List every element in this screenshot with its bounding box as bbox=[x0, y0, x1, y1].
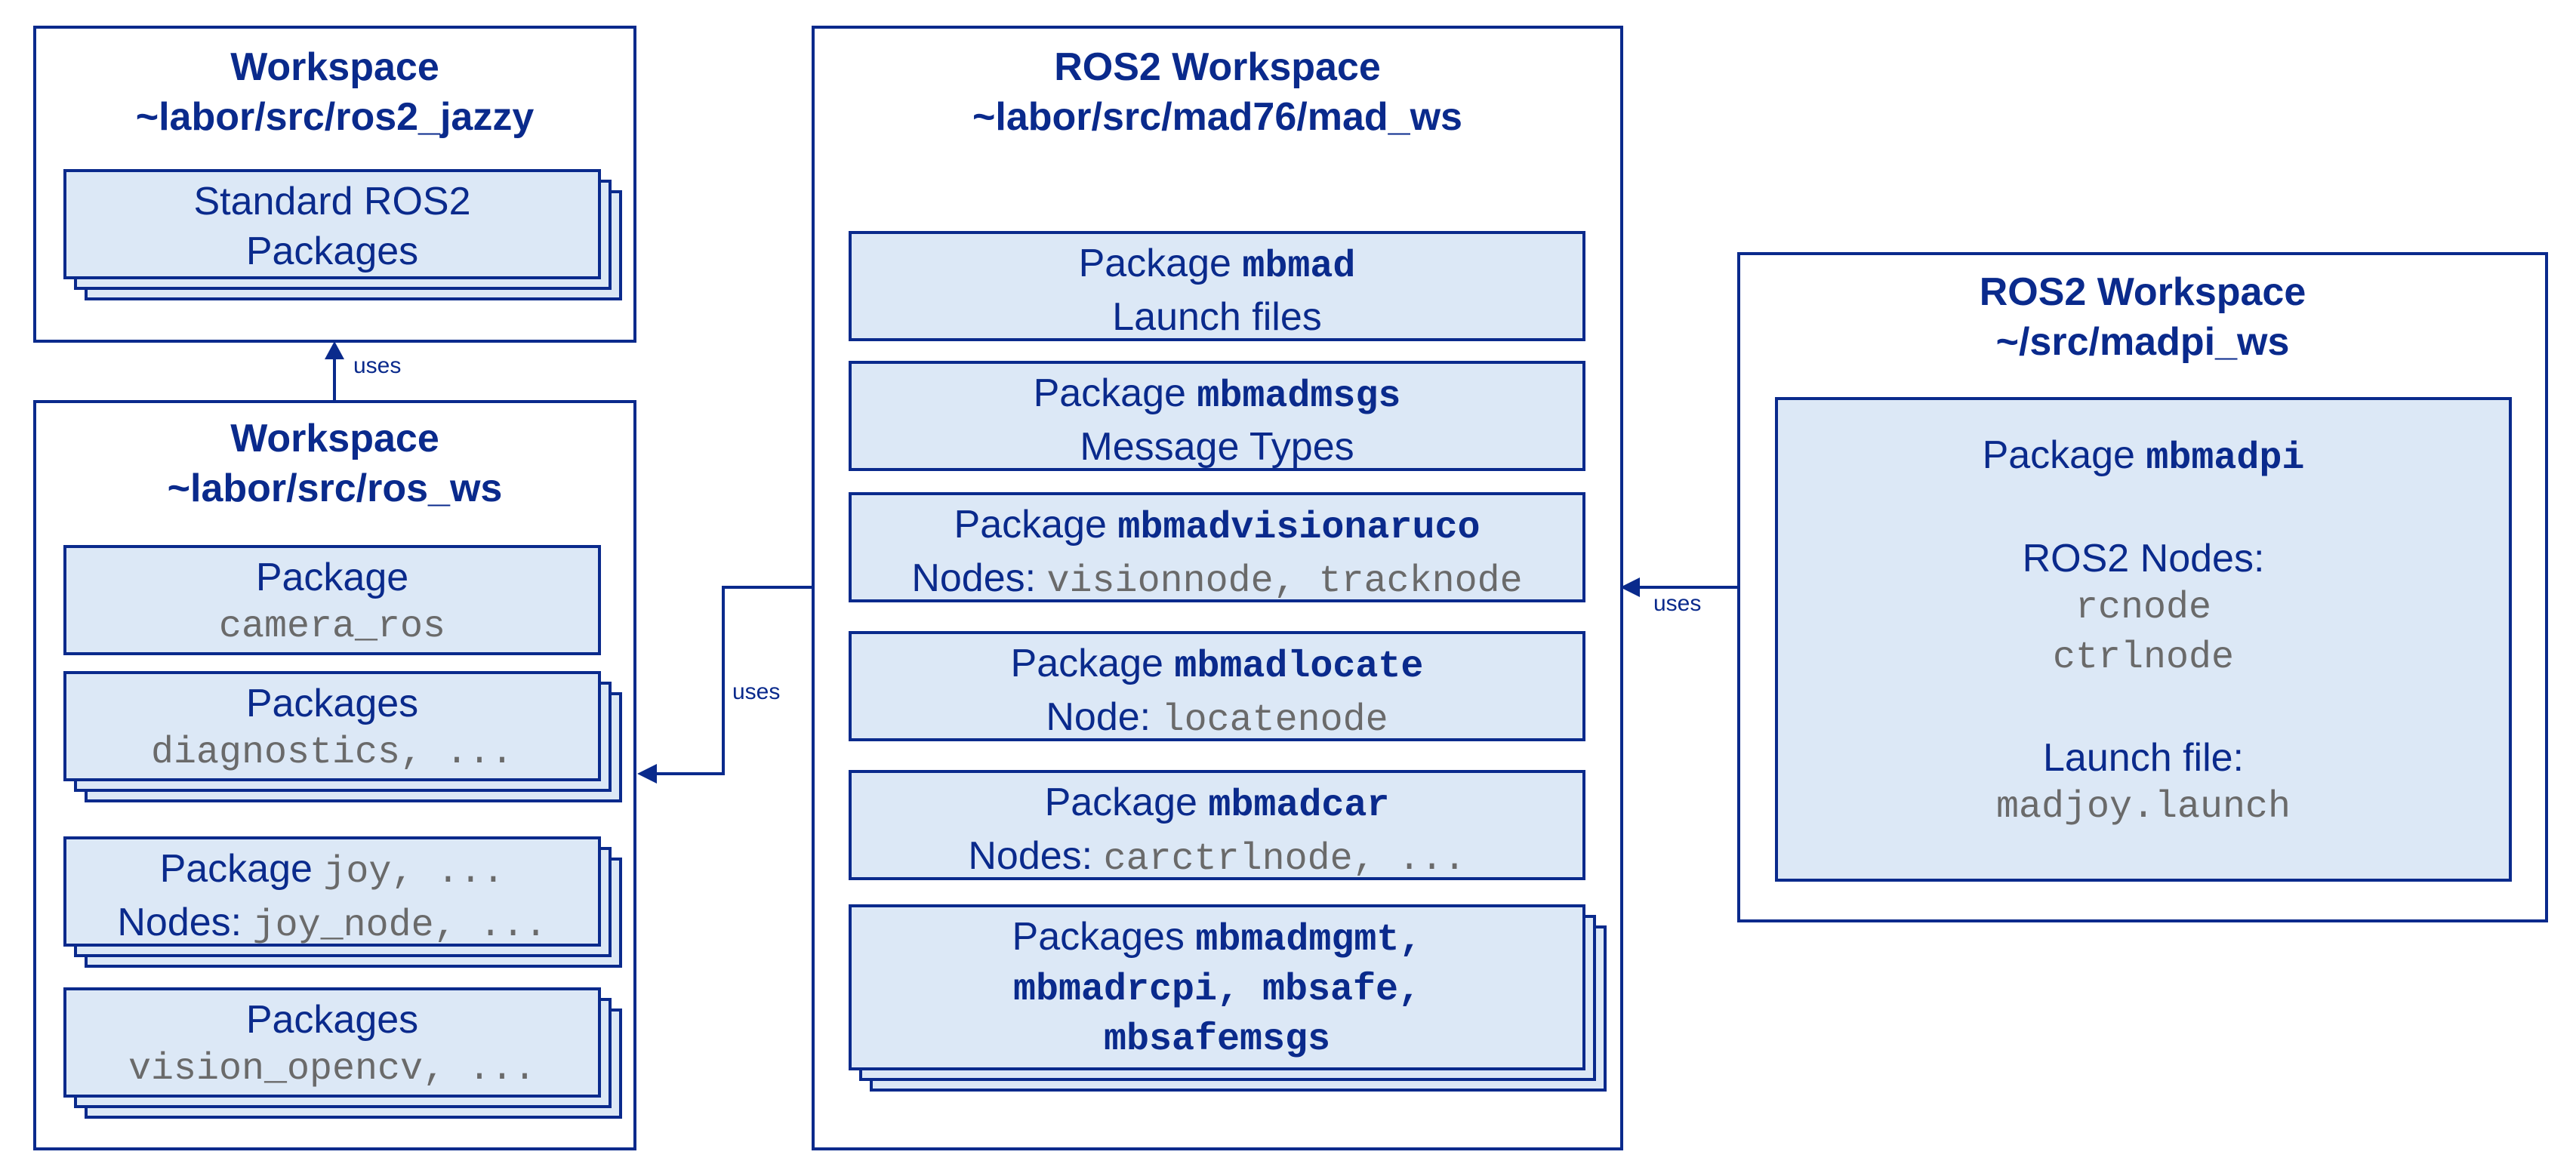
workspace-path: ~labor/src/ros2_jazzy bbox=[135, 95, 535, 139]
uses-label-2: uses bbox=[732, 679, 781, 704]
node-rcnode: rcnode bbox=[2075, 587, 2212, 630]
package-label: Package bbox=[1078, 242, 1231, 285]
package-name: mbmad bbox=[1242, 245, 1356, 288]
nodes-list: visionnode, tracknode bbox=[1046, 560, 1523, 603]
package-name: mbmadmsgs bbox=[1197, 375, 1401, 418]
nodes-list: locatenode bbox=[1161, 699, 1388, 742]
package-mbmadvisionaruco: Package mbmadvisionaruco Nodes: visionno… bbox=[849, 492, 1585, 603]
workspace-title: ROS2 Workspace ~labor/src/mad76/mad_ws bbox=[815, 42, 1620, 142]
package-name: diagnostics, ... bbox=[150, 731, 514, 774]
workspace-ros-ws: Workspace ~labor/src/ros_ws Package came… bbox=[33, 400, 636, 1150]
package-stack-vision-opencv: Packages vision_opencv, ... bbox=[63, 987, 624, 1123]
package-mbmadpi: Package mbmadpi ROS2 Nodes: rcnode ctrln… bbox=[1775, 397, 2512, 882]
package-label: Package bbox=[1982, 433, 2135, 477]
node-ctrlnode: ctrlnode bbox=[2052, 636, 2235, 679]
uses-label-3: uses bbox=[1653, 591, 1702, 616]
package-stack-diagnostics: Packages diagnostics, ... bbox=[63, 671, 624, 807]
package-label: Package bbox=[255, 556, 409, 599]
workspace-title: Workspace ~labor/src/ros2_jazzy bbox=[36, 42, 633, 142]
package-name-2: mbmadrcpi, mbsafe, bbox=[1012, 968, 1422, 1012]
package-name: joy, ... bbox=[323, 851, 505, 894]
package-name: mbmadcar bbox=[1208, 784, 1390, 827]
package-label: Packages bbox=[1012, 915, 1185, 959]
arrowhead-left-2 bbox=[1620, 577, 1640, 597]
package-name: mbmadvisionaruco bbox=[1117, 507, 1481, 550]
nodes-label: Nodes: bbox=[117, 901, 242, 944]
package-vision-opencv: Packages vision_opencv, ... bbox=[63, 987, 601, 1098]
package-mbmadlocate: Package mbmadlocate Node: locatenode bbox=[849, 631, 1585, 742]
workspace-title-line1: Workspace bbox=[230, 45, 439, 89]
workspace-mad-ws: ROS2 Workspace ~labor/src/mad76/mad_ws P… bbox=[812, 26, 1623, 1150]
package-diagnostics: Packages diagnostics, ... bbox=[63, 671, 601, 781]
workspace-title-line1: ROS2 Workspace bbox=[1054, 45, 1381, 89]
package-name: vision_opencv, ... bbox=[128, 1048, 537, 1091]
nodes-label: ROS2 Nodes: bbox=[2022, 537, 2265, 580]
package-name: mbmadlocate bbox=[1174, 645, 1424, 688]
edge-mad-to-rosws bbox=[655, 586, 812, 775]
package-label: Packages bbox=[245, 998, 419, 1042]
package-name: mbmadmgmt, bbox=[1195, 919, 1422, 962]
package-label: Package bbox=[1044, 781, 1197, 824]
workspace-title-line1: ROS2 Workspace bbox=[1979, 270, 2306, 314]
workspace-title: ROS2 Workspace ~/src/madpi_ws bbox=[1740, 267, 2545, 367]
workspace-path: ~labor/src/ros_ws bbox=[167, 467, 503, 510]
package-stack-joy: Package joy, ... Nodes: joy_node, ... bbox=[63, 836, 624, 972]
package-mbmad: Package mbmad Launch files bbox=[849, 231, 1585, 341]
package-label-2: Packages bbox=[245, 229, 419, 273]
package-standard-ros2: Standard ROS2 Packages bbox=[63, 169, 601, 279]
package-label: Package bbox=[954, 503, 1107, 547]
package-mbmadcar: Package mbmadcar Nodes: carctrlnode, ... bbox=[849, 770, 1585, 881]
nodes-label: Nodes: bbox=[968, 834, 1093, 878]
package-description: Launch files bbox=[1112, 295, 1322, 339]
arrowhead-left-1 bbox=[637, 764, 657, 784]
workspace-path: ~/src/madpi_ws bbox=[1995, 320, 2290, 364]
launch-label: Launch file: bbox=[2043, 736, 2244, 780]
package-stack-standard: Standard ROS2 Packages bbox=[63, 169, 624, 305]
workspace-madpi-ws: ROS2 Workspace ~/src/madpi_ws Package mb… bbox=[1737, 252, 2548, 922]
package-label: Package bbox=[1033, 371, 1186, 415]
nodes-label: Node: bbox=[1046, 695, 1151, 739]
nodes-list: joy_node, ... bbox=[252, 904, 547, 947]
package-mbmadmsgs: Package mbmadmsgs Message Types bbox=[849, 361, 1585, 471]
package-name-3: mbsafemsgs bbox=[1103, 1018, 1331, 1061]
package-label: Package bbox=[159, 847, 313, 891]
package-label: Package bbox=[1010, 642, 1163, 685]
package-name: camera_ros bbox=[218, 605, 446, 648]
package-stack-mgmt: Packages mbmadmgmt, mbmadrcpi, mbsafe, m… bbox=[849, 904, 1608, 1093]
package-joy: Package joy, ... Nodes: joy_node, ... bbox=[63, 836, 601, 947]
package-camera-ros: Package camera_ros bbox=[63, 545, 601, 655]
package-mbmadmgmt: Packages mbmadmgmt, mbmadrcpi, mbsafe, m… bbox=[849, 904, 1585, 1070]
package-name: mbmadpi bbox=[2146, 437, 2305, 480]
package-label: Standard ROS2 bbox=[193, 180, 471, 223]
uses-label-1: uses bbox=[353, 353, 402, 378]
launch-file-name: madjoy.launch bbox=[1995, 786, 2291, 829]
workspace-title: Workspace ~labor/src/ros_ws bbox=[36, 414, 633, 513]
arrowhead-up bbox=[325, 341, 344, 359]
package-description: Message Types bbox=[1080, 425, 1354, 469]
nodes-list: carctrlnode, ... bbox=[1103, 838, 1466, 881]
workspace-ros2-jazzy: Workspace ~labor/src/ros2_jazzy Standard… bbox=[33, 26, 636, 343]
package-label: Packages bbox=[245, 682, 419, 725]
nodes-label: Nodes: bbox=[911, 556, 1037, 600]
workspace-title-line1: Workspace bbox=[230, 417, 439, 460]
workspace-path: ~labor/src/mad76/mad_ws bbox=[972, 95, 1462, 139]
